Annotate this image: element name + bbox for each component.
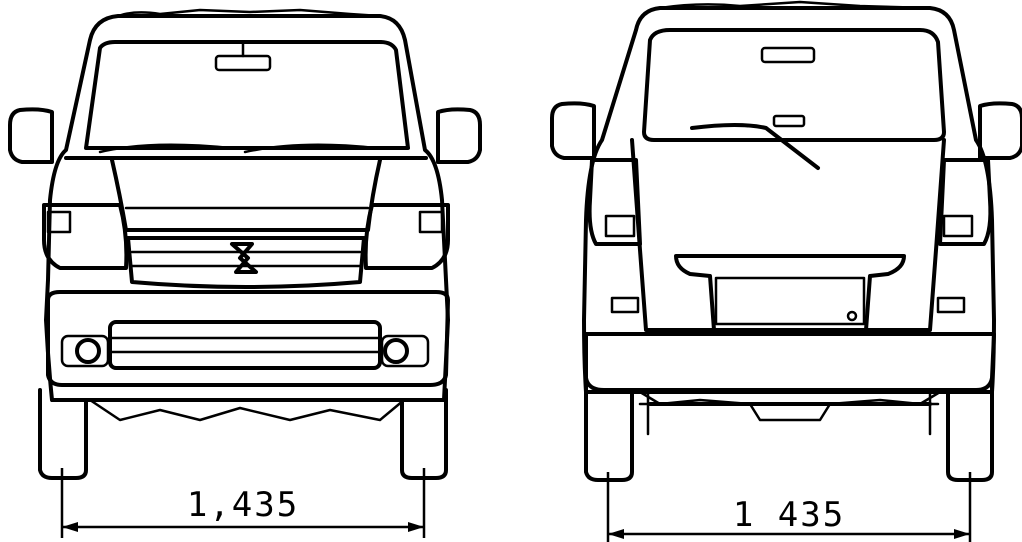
- front-side-mirror-right: [436, 107, 482, 164]
- rear-taillamp-right-lens: [942, 214, 974, 238]
- front-dim-arrow-left: [62, 522, 78, 532]
- front-rearview-mirror: [214, 54, 272, 72]
- rear-track-width-label: 1 435: [733, 495, 845, 535]
- front-track-width-label: 1,435: [187, 485, 299, 525]
- rear-taillamp-right: [938, 158, 993, 246]
- front-wiper-right: [243, 143, 377, 154]
- front-lower-grille: [108, 320, 382, 370]
- front-grille: [126, 236, 366, 289]
- front-fog-lamp-left: [75, 338, 101, 364]
- rear-wheel-left: [584, 382, 634, 482]
- rear-side-mirror-right: [978, 101, 1022, 160]
- front-windshield: [84, 40, 410, 150]
- rear-shock-right: [920, 390, 940, 436]
- rear-side-mirror-left: [550, 101, 596, 160]
- front-track-dimension: 1,435: [60, 468, 426, 538]
- rear-taillamp-left-lens: [604, 214, 636, 238]
- front-view: [8, 8, 482, 480]
- front-emblem: [230, 242, 258, 274]
- front-wiper-left: [98, 143, 232, 154]
- rear-plate-recess: [674, 254, 906, 332]
- front-hood: [64, 156, 428, 232]
- rear-reflector-left: [610, 296, 640, 314]
- front-indicator-left: [46, 210, 72, 234]
- front-headlamp-left: [42, 203, 129, 270]
- rear-wiper: [690, 123, 820, 170]
- front-wheel-left: [38, 388, 88, 480]
- rear-brake-light: [772, 114, 806, 128]
- rear-view: [550, 0, 1022, 482]
- rear-license-plate: [714, 276, 866, 326]
- front-side-mirror-left: [8, 107, 54, 164]
- front-wheel-right: [400, 388, 448, 480]
- rear-reflector-right: [936, 296, 966, 314]
- rear-interior-mirror: [760, 46, 816, 64]
- front-bumper: [46, 290, 450, 387]
- front-fog-lamp-housing-left: [60, 334, 110, 368]
- rear-roof-rail: [658, 0, 932, 10]
- rear-bumper: [584, 332, 996, 392]
- front-headlamp-right: [363, 203, 450, 270]
- front-indicator-right: [418, 210, 444, 234]
- front-fog-lamp-right: [383, 338, 409, 364]
- rear-shock-left: [638, 390, 658, 436]
- rear-dim-arrow-left: [608, 529, 624, 539]
- rear-track-dimension: 1 435: [606, 472, 972, 542]
- rear-taillamp-left: [587, 158, 642, 246]
- front-fog-lamp-housing-right: [380, 334, 430, 368]
- rear-lock: [846, 310, 858, 322]
- rear-dim-arrow-right: [954, 529, 970, 539]
- rear-window: [642, 28, 946, 142]
- front-underbody: [88, 398, 406, 422]
- front-roof-rail: [116, 8, 382, 18]
- front-dim-arrow-right: [408, 522, 424, 532]
- rear-tailgate: [630, 138, 946, 332]
- rear-wheel-right: [946, 382, 994, 482]
